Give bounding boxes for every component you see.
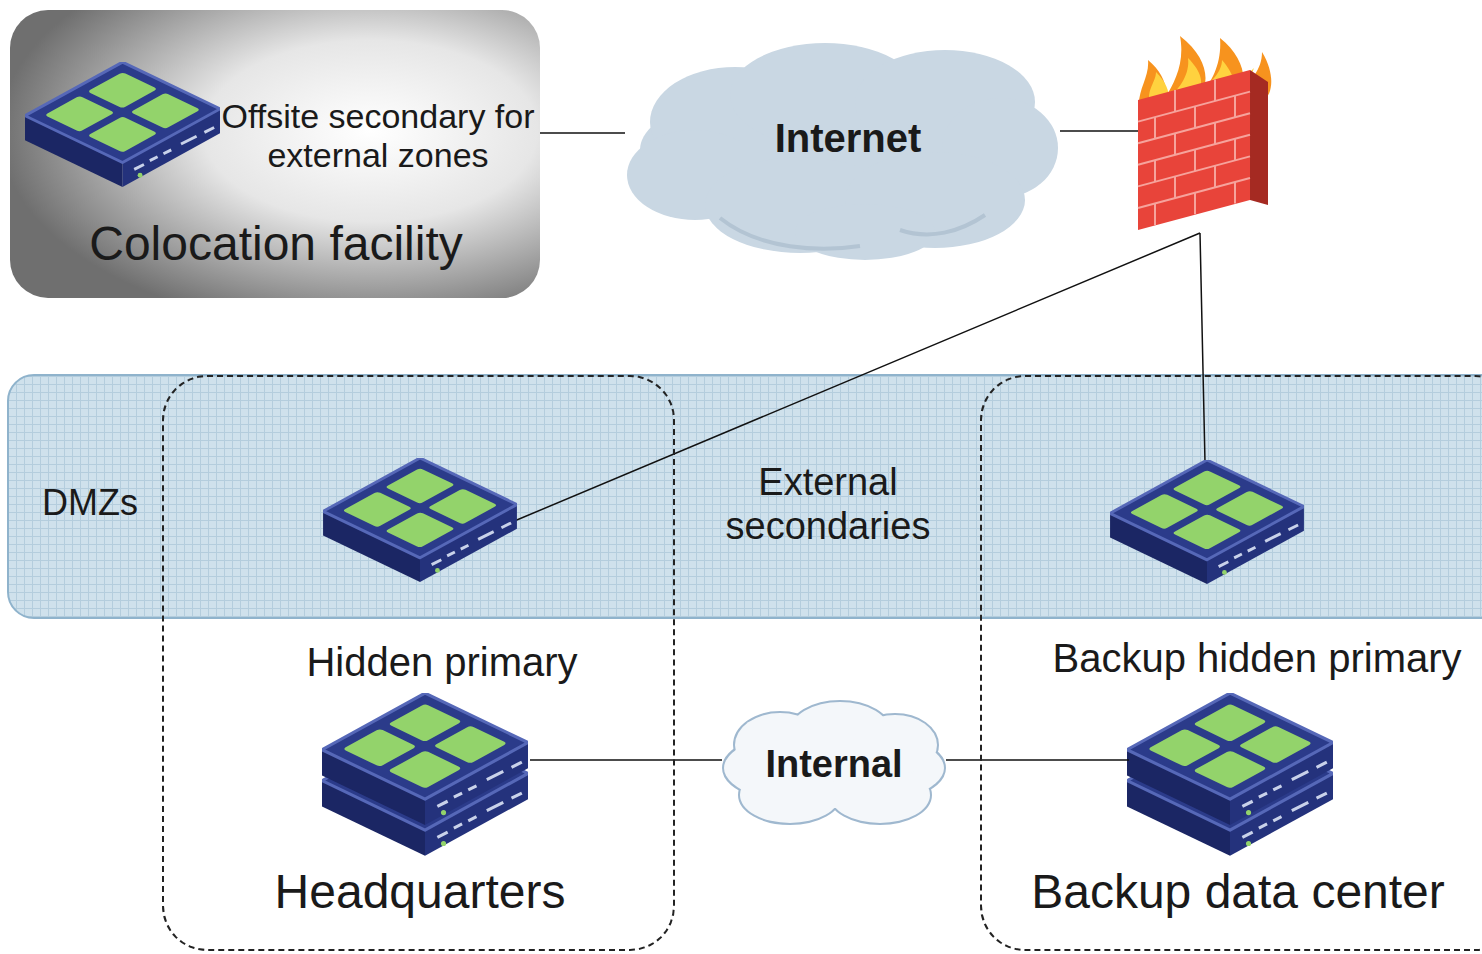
zone-title: DMZs bbox=[42, 482, 138, 523]
internal-cloud bbox=[724, 702, 944, 823]
site-group: Backup data centerBackup hidden primary bbox=[980, 375, 1482, 951]
connector-line bbox=[946, 759, 1129, 761]
cloud-node: Internet bbox=[625, 45, 1060, 262]
firewall-icon bbox=[1138, 36, 1271, 230]
facility-panel bbox=[10, 10, 540, 298]
link-line bbox=[1060, 130, 1138, 132]
cloud-node: Internal bbox=[722, 702, 946, 830]
internet-cloud bbox=[627, 43, 1058, 260]
server-stack-icon bbox=[322, 693, 528, 856]
connector-line bbox=[540, 132, 625, 134]
connector-layer bbox=[530, 133, 1129, 760]
site-group: HeadquartersHidden primary bbox=[162, 375, 675, 951]
server-icon bbox=[323, 458, 517, 582]
group-title: Backup data center bbox=[1031, 864, 1445, 919]
server-icon bbox=[25, 62, 220, 187]
server-node: Hidden primary bbox=[324, 695, 530, 860]
zone-description: External secondaries bbox=[698, 461, 958, 548]
server-stack-icon bbox=[1127, 693, 1333, 856]
connector-line bbox=[530, 759, 722, 761]
server-label: Hidden primary bbox=[306, 639, 577, 685]
node-title: Internet bbox=[775, 115, 922, 161]
server-icon bbox=[1110, 460, 1304, 584]
node-title: Internal bbox=[765, 743, 902, 787]
dmz-band bbox=[8, 375, 1482, 618]
internal-cloud-outline bbox=[724, 702, 944, 823]
node-title: Colocation facility bbox=[89, 216, 463, 271]
node-description: Offsite secondary for external zones bbox=[218, 97, 538, 175]
server-label: Backup hidden primary bbox=[1052, 635, 1461, 681]
cloud-shading bbox=[720, 215, 985, 249]
group-title: Headquarters bbox=[275, 864, 566, 919]
facility-box: Offsite secondary for external zonesColo… bbox=[10, 10, 540, 298]
zone-band: DMZs External secondaries bbox=[8, 375, 1482, 618]
server-node: Backup hidden primary bbox=[1129, 695, 1335, 860]
